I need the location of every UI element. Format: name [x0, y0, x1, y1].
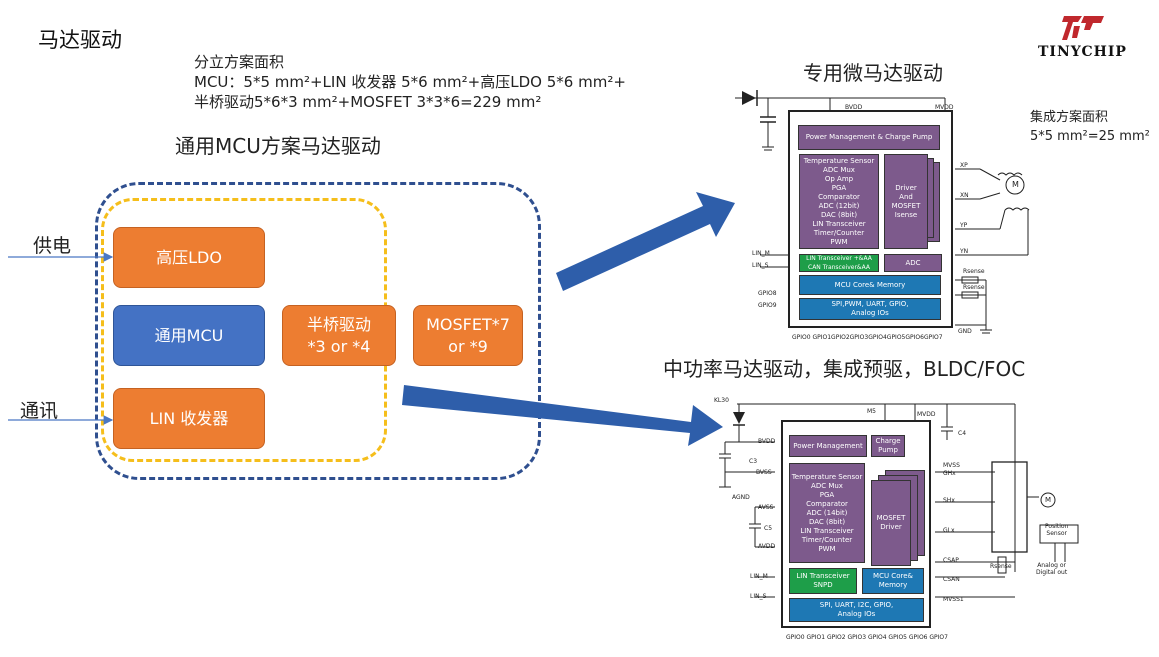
integrated-area: 集成方案面积 5*5 mm²=25 mm² — [1030, 108, 1150, 146]
ded-pin-lin-m: LIN_M — [752, 250, 770, 257]
ded-lin-can-block: LIN Transceiver +&AA CAN Transceiver&AA — [799, 254, 879, 272]
integrated-area-heading: 集成方案面积 — [1030, 110, 1109, 125]
mid-io-block: SPI, UART, I2C, GPIO, Analog IOs — [789, 598, 924, 622]
mid-bottom-pins: GPIO0 GPIO1 GPIO2 GPIO3 GPIO4 GPIO5 GPIO… — [786, 634, 948, 641]
ded-pin-yn: YN — [960, 248, 969, 255]
mid-mcu-core-block: MCU Core& Memory — [862, 568, 924, 594]
mid-pin-bvss: BVSS — [756, 469, 772, 476]
mid-pin-mvss1: MVSS1 — [943, 596, 964, 603]
discrete-area-description: 分立方案面积 MCU：5*5 mm²+LIN 收发器 5*6 mm²+高压LDO… — [194, 52, 626, 112]
mid-m5: M5 — [867, 408, 876, 415]
mid-power-management-block: Power Management — [789, 435, 867, 457]
ded-pin-yp: YP — [960, 222, 968, 229]
mid-pin-csan: CSAN — [943, 576, 960, 583]
discrete-area-heading: 分立方案面积 — [194, 53, 285, 71]
mid-pin-bvdd: BVDD — [758, 438, 776, 445]
mosfet-block: MOSFET*7 or *9 — [413, 305, 523, 366]
mid-mosfet-driver-block: MOSFET Driver — [871, 480, 911, 566]
mid-pin-lin-m: LIN_M — [750, 573, 768, 580]
mid-pin-csap: CSAP — [943, 557, 959, 564]
mid-pin-avss: AVSS — [758, 504, 774, 511]
mid-power-driver-title: 中功率马达驱动，集成预驱，BLDC/FOC — [663, 357, 1026, 381]
ded-pin-xn: XN — [960, 192, 969, 199]
mid-pin-ghx: GHx — [943, 470, 956, 477]
discrete-area-line1: MCU：5*5 mm²+LIN 收发器 5*6 mm²+高压LDO 5*6 mm… — [194, 73, 626, 91]
mid-power-schematic-wiring — [719, 403, 1079, 598]
dedicated-driver-schematic-wiring — [735, 90, 1030, 334]
ded-pin-bvdd: BVDD — [845, 104, 863, 111]
mid-pin-avdd: AVDD — [758, 543, 776, 550]
mid-analog-out: Analog or Digital out — [1036, 562, 1068, 576]
integrated-area-value: 5*5 mm²=25 mm² — [1030, 129, 1150, 144]
mid-charge-pump-block: Charge Pump — [871, 435, 905, 457]
discrete-solution-boundary — [95, 182, 541, 480]
mid-agnd: AGND — [732, 494, 750, 501]
mid-pin-mvss: MVSS — [943, 462, 960, 469]
ded-power-management-block: Power Management & Charge Pump — [798, 125, 940, 150]
mid-cap-c4: C4 — [958, 430, 967, 437]
mid-pin-mvdd: MVDD — [917, 411, 936, 418]
dedicated-driver-title: 专用微马达驱动 — [803, 61, 943, 85]
half-bridge-driver-block: 半桥驱动 *3 or *4 — [282, 305, 396, 366]
mid-position-sensor: Position Sensor — [1045, 523, 1069, 537]
mid-cap-c3: C3 — [749, 458, 758, 465]
ded-bottom-pins: GPIO0 GPIO1GPIO2GPIO3GPIO4GPIO5GPIO6GPIO… — [792, 334, 943, 341]
communication-label: 通讯 — [20, 400, 59, 422]
ded-pin-xp: XP — [960, 162, 968, 169]
mid-lin-snpd-block: LIN Transceiver SNPD — [789, 568, 857, 594]
ded-driver-block: Driver And MOSFET Isense — [884, 154, 928, 249]
ded-rsense-2: Rsense — [963, 284, 985, 291]
ded-analog-block: Temperature Sensor ADC Mux Op Amp PGA Co… — [799, 154, 879, 249]
mid-pin-kl30: KL30 — [714, 397, 729, 404]
page-title: 马达驱动 — [38, 28, 122, 52]
mid-motor-label: M — [1045, 496, 1052, 504]
arrow-to-dedicated-driver — [556, 192, 735, 291]
ded-pin-lin-s: LIN_S — [752, 262, 769, 269]
mid-cap-c5: C5 — [764, 525, 773, 532]
hv-ldo-block: 高压LDO — [113, 227, 265, 288]
tinychip-logo-icon — [1062, 16, 1104, 40]
mid-rsense: Rsense — [990, 563, 1012, 570]
arrow-to-mid-power-driver — [402, 385, 723, 446]
ded-mcu-core-block: MCU Core& Memory — [799, 275, 941, 295]
ded-pin-gpio9: GPIO9 — [758, 302, 777, 309]
ded-pin-mvdd: MVDD — [935, 104, 954, 111]
general-mcu-block: 通用MCU — [113, 305, 265, 366]
mid-pin-lin-s: LIN_S — [750, 593, 767, 600]
ded-io-block: SPI,PWM, UART, GPIO, Analog IOs — [799, 298, 941, 320]
ded-adc-block: ADC — [884, 254, 942, 272]
mid-pin-glx: GLx — [943, 527, 955, 534]
mid-pin-shx: SHx — [943, 497, 955, 504]
lin-transceiver-block: LIN 收发器 — [113, 388, 265, 449]
mid-analog-block: Temperature Sensor ADC Mux PGA Comparato… — [789, 463, 865, 563]
ded-pin-gpio8: GPIO8 — [758, 290, 777, 297]
ded-rsense-1: Rsense — [963, 268, 985, 275]
power-supply-label: 供电 — [33, 235, 72, 257]
ded-motor-label: M — [1012, 180, 1019, 189]
ded-pin-gnd: GND — [958, 328, 972, 335]
general-mcu-solution-title: 通用MCU方案马达驱动 — [175, 134, 381, 158]
tinychip-logo-text: TINYCHIP — [1038, 44, 1127, 60]
discrete-area-line2: 半桥驱动5*6*3 mm²+MOSFET 3*3*6=229 mm² — [194, 93, 542, 111]
